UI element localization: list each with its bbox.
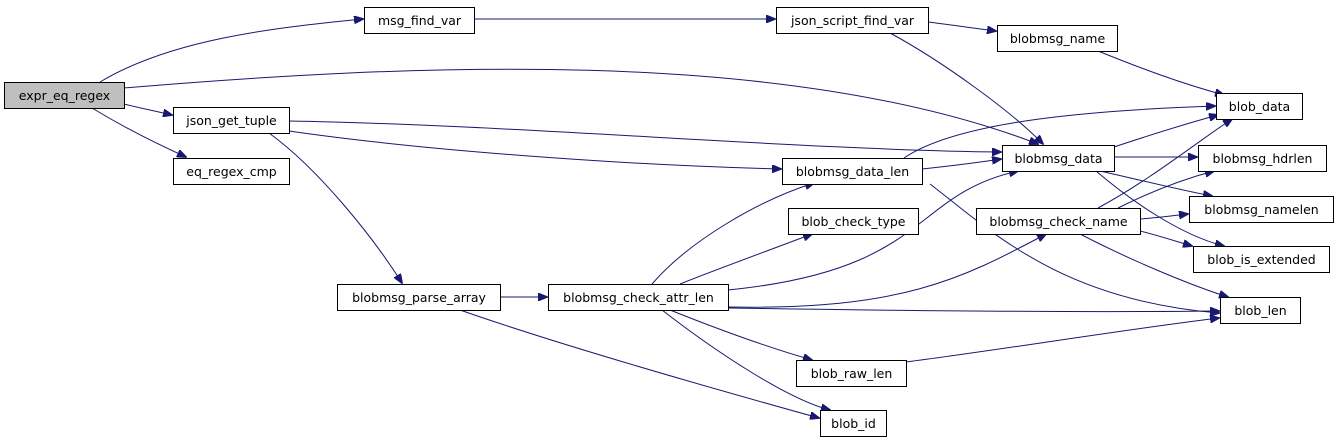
edge-expr_eq_regex-to-msg_find_var — [99, 19, 363, 83]
node-blobmsg_check_attr_len[interactable]: blobmsg_check_attr_len — [548, 284, 729, 311]
node-blobmsg_hdrlen[interactable]: blobmsg_hdrlen — [1198, 145, 1327, 172]
node-label: blob_len — [1234, 303, 1286, 318]
node-box[interactable] — [1216, 93, 1303, 120]
nodes-layer: expr_eq_regex msg_find_var json_script_fin… — [4, 7, 1334, 437]
edge-expr_eq_regex-to-eq_regex_cmp — [91, 107, 186, 157]
node-box[interactable] — [4, 82, 125, 109]
node-box[interactable] — [788, 208, 919, 235]
edge-blobmsg_name-to-blob_data — [1097, 50, 1224, 95]
node-box[interactable] — [1220, 297, 1301, 324]
edge-blobmsg_data_len-to-blobmsg_data — [921, 159, 1001, 170]
edge-json_script_find_var-to-blobmsg_data — [889, 32, 1043, 144]
node-label: msg_find_var — [378, 13, 462, 28]
node-json_get_tuple[interactable]: json_get_tuple — [173, 107, 290, 134]
edge-json_get_tuple-to-blobmsg_data — [288, 120, 1001, 152]
node-blobmsg_data[interactable]: blobmsg_data — [1002, 145, 1115, 172]
edge-json_get_tuple-to-blobmsg_parse_array — [268, 132, 402, 283]
edge-blobmsg_data_len-to-blob_len — [929, 183, 1219, 313]
node-label: blob_is_extended — [1207, 252, 1315, 267]
node-box[interactable] — [976, 208, 1141, 235]
edge-blobmsg_check_name-to-blobmsg_hdrlen — [1117, 171, 1214, 209]
node-json_script_find_var[interactable]: json_script_find_var — [776, 7, 929, 34]
edges-layer — [91, 19, 1232, 418]
node-blob_raw_len[interactable]: blob_raw_len — [796, 360, 907, 387]
edge-blobmsg_check_name-to-blob_is_extended — [1139, 230, 1192, 246]
node-blob_is_extended[interactable]: blob_is_extended — [1193, 246, 1330, 273]
node-box[interactable] — [820, 410, 887, 437]
node-blobmsg_name[interactable]: blobmsg_name — [997, 25, 1118, 52]
node-blob_id[interactable]: blob_id — [820, 410, 887, 437]
node-box[interactable] — [1193, 246, 1330, 273]
node-box[interactable] — [1002, 145, 1115, 172]
edge-blobmsg_check_attr_len-to-blob_raw_len — [669, 309, 812, 360]
node-label: blob_raw_len — [811, 366, 893, 381]
node-box[interactable] — [1189, 196, 1334, 223]
node-blob_check_type[interactable]: blob_check_type — [788, 208, 919, 235]
node-msg_find_var[interactable]: msg_find_var — [364, 7, 475, 34]
edge-blobmsg_check_name-to-blob_data — [1097, 119, 1232, 209]
node-box[interactable] — [548, 284, 729, 311]
edge-json_get_tuple-to-blobmsg_data_len — [288, 130, 781, 169]
edge-blobmsg_data_len-to-blob_data — [903, 106, 1215, 159]
node-blobmsg_check_name[interactable]: blobmsg_check_name — [976, 208, 1141, 235]
edge-blobmsg_data-to-blob_data — [1113, 115, 1218, 148]
edge-json_script_find_var-to-blobmsg_name — [927, 21, 996, 31]
node-label: json_script_find_var — [790, 13, 915, 28]
node-label: blobmsg_parse_array — [352, 290, 486, 305]
node-box[interactable] — [796, 360, 907, 387]
node-label: blobmsg_hdrlen — [1213, 151, 1313, 166]
node-label: blobmsg_name — [1010, 31, 1106, 46]
node-blobmsg_parse_array[interactable]: blobmsg_parse_array — [337, 284, 501, 311]
node-blobmsg_data_len[interactable]: blobmsg_data_len — [782, 158, 923, 185]
node-label: blobmsg_check_attr_len — [563, 290, 714, 305]
edge-blobmsg_check_name-to-blob_len — [1079, 233, 1228, 297]
node-box[interactable] — [997, 25, 1118, 52]
edge-blobmsg_data-to-blobmsg_namelen — [1099, 170, 1212, 196]
node-box[interactable] — [173, 107, 290, 134]
edge-blobmsg_check_attr_len-to-blob_len — [727, 308, 1219, 312]
node-box[interactable] — [173, 158, 290, 185]
edge-blobmsg_check_attr_len-to-blobmsg_check_name — [727, 234, 1046, 308]
node-expr_eq_regex[interactable]: expr_eq_regex — [4, 82, 125, 109]
edge-blobmsg_data-to-blob_is_extended — [1095, 170, 1224, 246]
node-blob_data[interactable]: blob_data — [1216, 93, 1303, 120]
node-label: blob_id — [831, 416, 876, 431]
edge-blobmsg_check_attr_len-to-blob_id — [661, 309, 830, 410]
edge-blobmsg_parse_array-to-blob_id — [459, 309, 819, 418]
node-box[interactable] — [337, 284, 501, 311]
edge-blobmsg_check_attr_len-to-blob_check_type — [679, 234, 812, 285]
node-box[interactable] — [1198, 145, 1327, 172]
node-label: blobmsg_check_name — [989, 214, 1127, 229]
node-label: expr_eq_regex — [19, 88, 110, 103]
node-label: json_get_tuple — [185, 113, 277, 128]
node-box[interactable] — [782, 158, 923, 185]
node-label: blobmsg_data_len — [796, 164, 909, 179]
node-box[interactable] — [776, 7, 929, 34]
node-box[interactable] — [364, 7, 475, 34]
node-label: blob_data — [1229, 99, 1290, 114]
node-label: blobmsg_data — [1014, 151, 1102, 166]
node-label: blobmsg_namelen — [1204, 202, 1318, 217]
edge-blob_raw_len-to-blob_len — [905, 318, 1219, 363]
edge-expr_eq_regex-to-json_get_tuple — [123, 103, 172, 115]
node-blobmsg_namelen[interactable]: blobmsg_namelen — [1189, 196, 1334, 223]
edge-blobmsg_check_attr_len-to-blobmsg_data_len — [651, 183, 814, 285]
edge-expr_eq_regex-to-blobmsg_data — [123, 68, 1038, 144]
edge-blobmsg_check_name-to-blobmsg_namelen — [1139, 214, 1188, 220]
node-label: blob_check_type — [801, 214, 905, 229]
node-label: eq_regex_cmp — [186, 164, 277, 179]
node-eq_regex_cmp[interactable]: eq_regex_cmp — [173, 158, 290, 185]
node-blob_len[interactable]: blob_len — [1220, 297, 1301, 324]
